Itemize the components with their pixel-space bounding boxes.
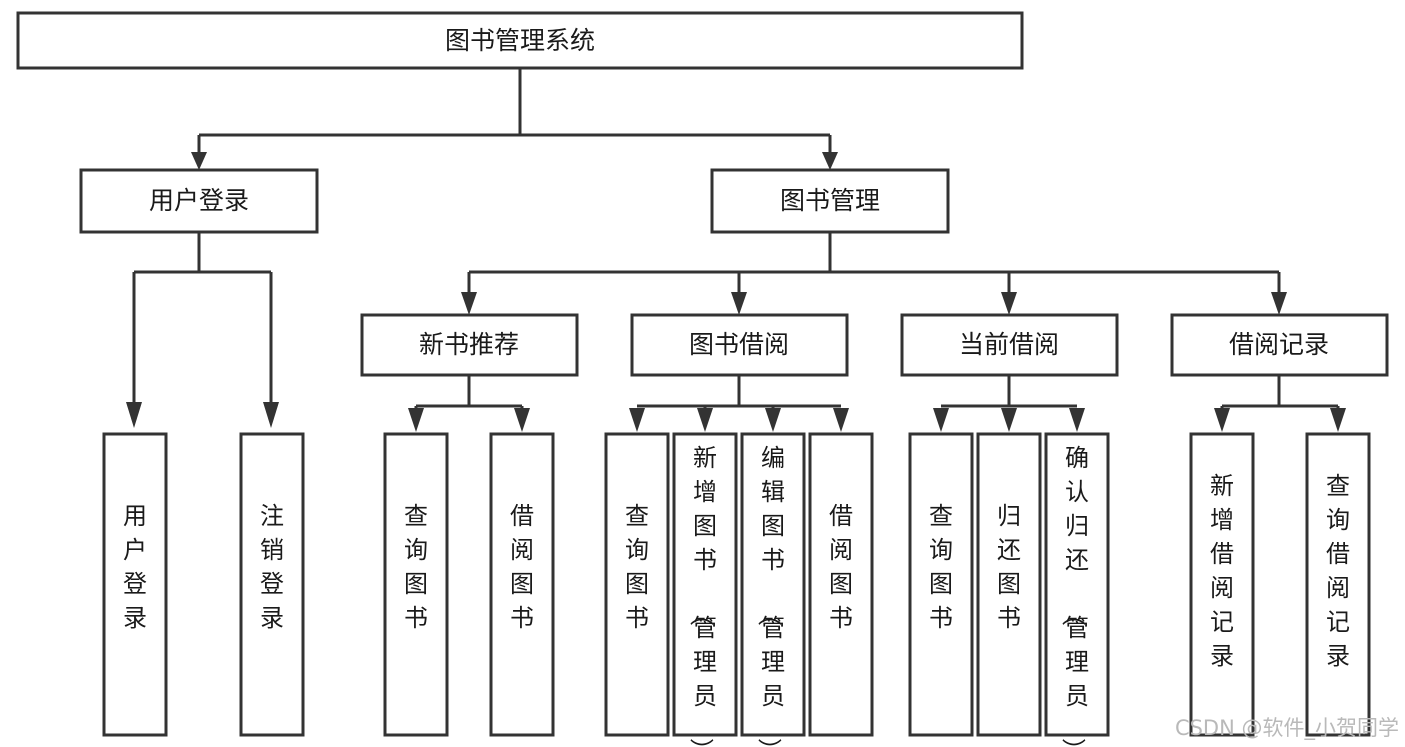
node-book-manage-label: 图书管理 (780, 186, 880, 215)
node-borrow-record-label: 借阅记录 (1229, 330, 1329, 359)
leaf-return-book-label: 归还图书 (997, 502, 1021, 632)
arrow-head-leaf-add-book (697, 408, 713, 432)
node-current-borrow[interactable]: 当前借阅 (900, 313, 1119, 377)
leaf-user-logout-label: 注销登录 (260, 502, 284, 632)
leaf-user-login-label: 用户登录 (123, 502, 147, 632)
arrow-head-leaf-add-record (1214, 408, 1230, 432)
csdn-watermark: CSDN @软件_小贺同学 (1175, 716, 1399, 741)
node-current-borrow-label: 当前借阅 (959, 330, 1059, 359)
leaf-query-book-3-label: 查询图书 (929, 502, 953, 632)
leaf-add-book-label: 新增图书（管理员） (687, 444, 717, 747)
leaf-query-book-2[interactable]: 查询图书 (604, 432, 670, 737)
leaf-borrow-book-1-label: 借阅图书 (510, 502, 534, 632)
leaf-query-record[interactable]: 查询借阅记录 (1305, 432, 1371, 737)
arrow-head-new-book (461, 292, 477, 315)
arrow-head-leaf-query-record (1330, 408, 1346, 432)
leaf-add-record-label: 新增借阅记录 (1210, 472, 1234, 670)
arrow-head-book-borrow (731, 292, 747, 315)
node-borrow-record-box[interactable] (1170, 313, 1389, 377)
leaf-confirm-return-box[interactable] (1044, 432, 1110, 737)
leaf-borrow-book-1-box[interactable] (489, 432, 555, 737)
arrow-head-leaf-query-book-3 (933, 408, 949, 432)
leaf-return-book-box[interactable] (976, 432, 1042, 737)
leaf-user-logout[interactable]: 注销登录 (239, 432, 305, 737)
leaf-confirm-return[interactable]: 确认归还（管理员） (1044, 432, 1110, 747)
arrow-head-book-manage (822, 152, 838, 170)
node-borrow-record[interactable]: 借阅记录 (1170, 313, 1389, 377)
arrow-head-leaf-query-book-1 (408, 408, 424, 432)
arrow-head-current-borrow (1001, 292, 1017, 315)
node-new-book-recommend-label: 新书推荐 (419, 330, 519, 359)
leaf-query-record-box[interactable] (1305, 432, 1371, 737)
node-book-borrow-label: 图书借阅 (689, 330, 789, 359)
arrow-head-user-login (191, 152, 207, 170)
arrow-head-leaf-confirm-return (1069, 408, 1085, 432)
leaf-user-login-box[interactable] (102, 432, 168, 737)
arrow-head-leaf-return-book (1001, 408, 1017, 432)
leaf-edit-book[interactable]: 编辑图书（管理员） (740, 432, 806, 747)
node-book-manage-box[interactable] (710, 168, 950, 234)
arrow-head-leaf-query-book-2 (629, 408, 645, 432)
node-book-borrow[interactable]: 图书借阅 (630, 313, 849, 377)
node-user-login-label: 用户登录 (149, 186, 249, 215)
node-user-login[interactable]: 用户登录 (79, 168, 319, 234)
leaf-query-book-3[interactable]: 查询图书 (908, 432, 974, 737)
node-root-box[interactable] (16, 11, 1024, 70)
node-root-label: 图书管理系统 (445, 26, 595, 55)
leaf-query-book-1[interactable]: 查询图书 (383, 432, 449, 737)
node-new-book-recommend[interactable]: 新书推荐 (360, 313, 579, 377)
leaf-query-book-2-label: 查询图书 (625, 502, 649, 632)
leaf-return-book[interactable]: 归还图书 (976, 432, 1042, 737)
leaf-query-book-1-box[interactable] (383, 432, 449, 737)
leaf-borrow-book-1[interactable]: 借阅图书 (489, 432, 555, 737)
arrow-head-borrow-record (1271, 292, 1287, 315)
leaf-user-login[interactable]: 用户登录 (102, 432, 168, 737)
leaf-borrow-book-2[interactable]: 借阅图书 (808, 432, 874, 737)
node-new-book-recommend-box[interactable] (360, 313, 579, 377)
node-root[interactable]: 图书管理系统 (16, 11, 1024, 70)
node-current-borrow-box[interactable] (900, 313, 1119, 377)
leaf-borrow-book-2-label: 借阅图书 (829, 502, 853, 632)
leaf-add-record[interactable]: 新增借阅记录 (1189, 432, 1255, 737)
connector-layer (126, 68, 1346, 432)
leaf-edit-book-box[interactable] (740, 432, 806, 737)
node-book-borrow-box[interactable] (630, 313, 849, 377)
arrow-head-leaf-user-logout (263, 402, 279, 428)
arrow-head-leaf-edit-book (765, 408, 781, 432)
arrow-head-leaf-borrow-book-2 (833, 408, 849, 432)
arrow-head-leaf-user-login (126, 402, 142, 428)
leaf-add-record-box[interactable] (1189, 432, 1255, 737)
leaf-add-book-box[interactable] (672, 432, 738, 737)
leaf-confirm-return-label: 确认归还（管理员） (1059, 444, 1089, 747)
leaf-query-record-label: 查询借阅记录 (1326, 472, 1350, 670)
leaf-borrow-book-2-box[interactable] (808, 432, 874, 737)
leaf-user-logout-box[interactable] (239, 432, 305, 737)
node-book-manage[interactable]: 图书管理 (710, 168, 950, 234)
leaf-query-book-1-label: 查询图书 (404, 502, 428, 632)
leaf-query-book-3-box[interactable] (908, 432, 974, 737)
leaf-query-book-2-box[interactable] (604, 432, 670, 737)
leaf-edit-book-label: 编辑图书（管理员） (755, 444, 785, 747)
node-user-login-box[interactable] (79, 168, 319, 234)
leaf-add-book[interactable]: 新增图书（管理员） (672, 432, 738, 747)
arrow-head-leaf-borrow-book-1 (514, 408, 530, 432)
